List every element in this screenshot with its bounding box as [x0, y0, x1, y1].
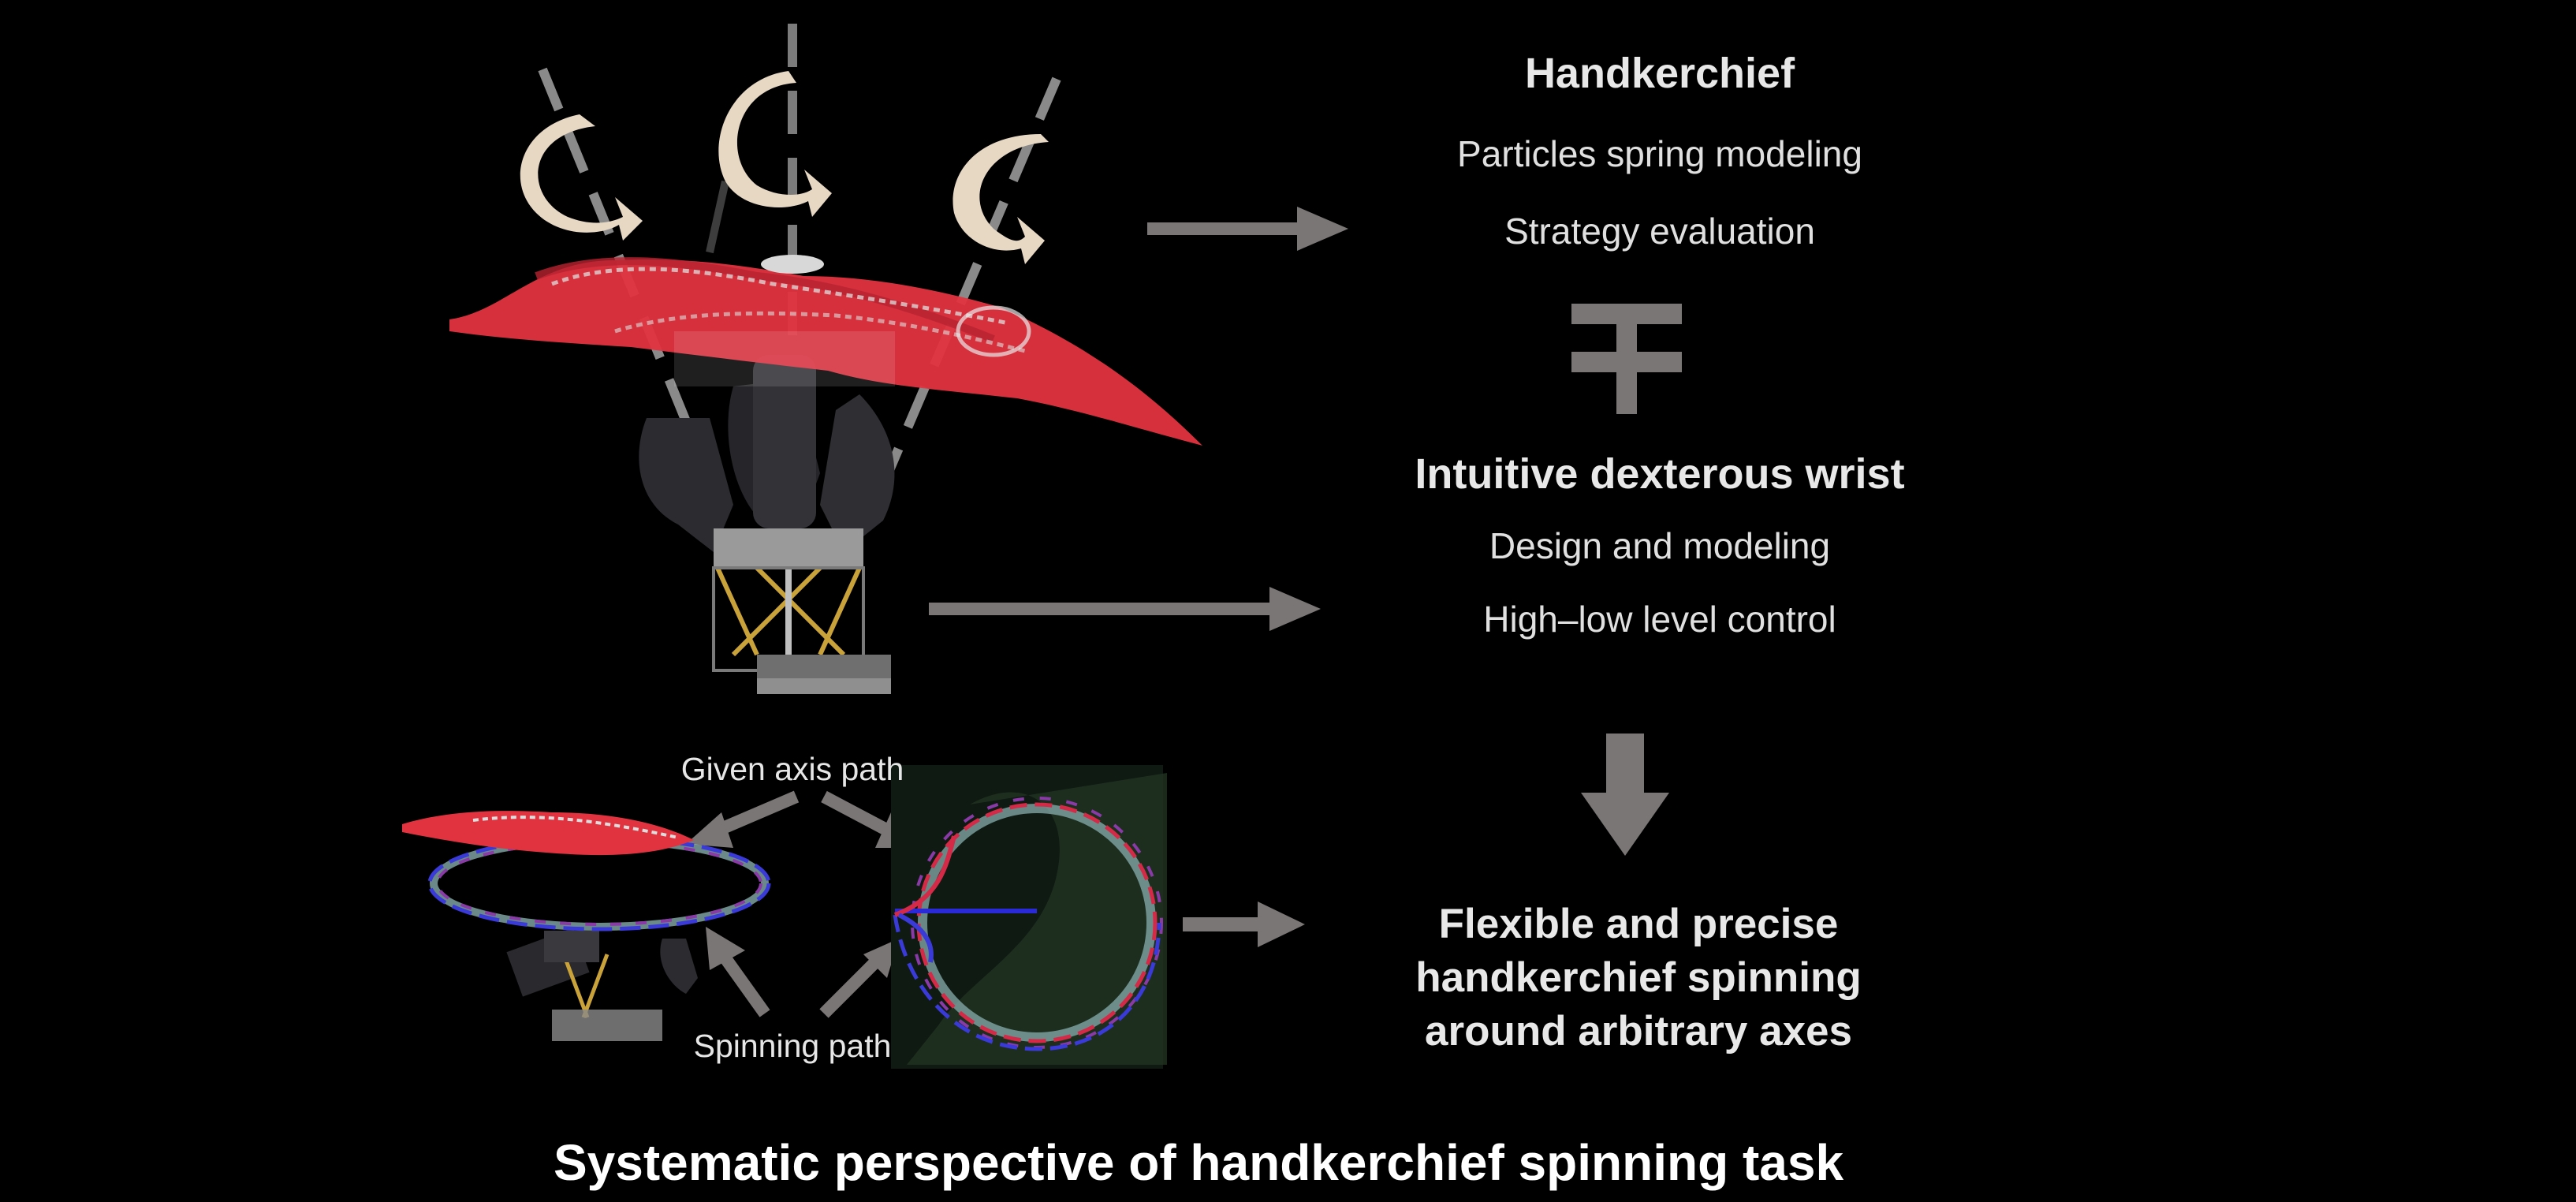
dexterous-wrist-mechanism	[712, 528, 891, 694]
wrist-title: Intuitive dexterous wrist	[1415, 450, 1905, 498]
handkerchief-item-strategy: Strategy evaluation	[1504, 211, 1815, 252]
spinning-path-red	[916, 802, 1158, 1043]
result-line-2: handkerchief spinning	[1415, 954, 1862, 1001]
rotation-arrow-left	[520, 114, 643, 241]
rotation-arrow-right	[952, 134, 1049, 264]
wrist-item-design: Design and modeling	[1489, 525, 1831, 566]
result-line-1: Flexible and precise	[1438, 901, 1839, 947]
handkerchief-item-spring-model: Particles spring modeling	[1457, 133, 1862, 174]
figure-caption: Systematic perspective of handkerchief s…	[553, 1134, 1844, 1191]
spinning-path-side-view	[402, 811, 771, 1041]
given-axis-path-label: Given axis path	[680, 751, 904, 787]
pointer-given-axis-right	[821, 790, 894, 838]
pointer-given-axis-left	[710, 790, 800, 838]
spinning-path-label: Spinning path	[693, 1028, 892, 1064]
plus-icon	[1571, 304, 1682, 414]
handkerchief-cloth	[449, 180, 1202, 446]
robot-handkerchief-illustration	[449, 24, 1202, 694]
down-arrow-icon	[1581, 734, 1669, 856]
spinning-path-top-view	[891, 765, 1167, 1069]
spinning-path-blue	[893, 914, 1161, 1051]
robot-hands	[639, 355, 895, 552]
wrist-item-control: High–low level control	[1483, 599, 1836, 640]
rotation-axis-right	[867, 77, 1061, 515]
rotation-arrow-center	[718, 71, 832, 217]
pointer-spinning-right	[819, 954, 884, 1018]
result-line-3: around arbitrary axes	[1424, 1008, 1853, 1055]
pointer-spinning-left	[720, 954, 770, 1017]
handkerchief-title: Handkerchief	[1524, 50, 1795, 97]
